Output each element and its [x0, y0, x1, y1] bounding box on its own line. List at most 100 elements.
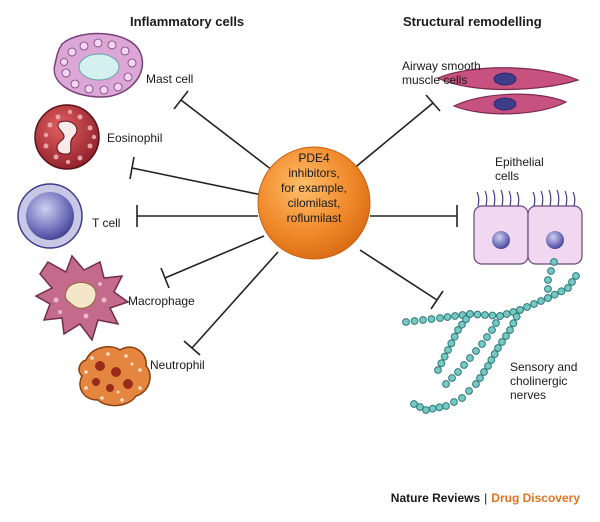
nerve-bead	[572, 272, 580, 280]
inhibition-line-macrophage	[164, 235, 265, 279]
journal-credit: Nature Reviews|Drug Discovery	[391, 491, 580, 505]
pde4-circle	[257, 146, 371, 260]
nerve-bead	[466, 310, 474, 318]
airway-smooth-muscle-illustration	[436, 67, 580, 115]
nerve-bead	[483, 333, 491, 341]
nerve-bead	[454, 368, 462, 376]
pde4-label-line: inhibitors,	[288, 166, 340, 180]
nerve-bead	[512, 312, 521, 321]
inhibition-line-mast-cell	[180, 99, 273, 171]
nerve-bead	[440, 352, 449, 361]
epithelial-label-line: cells	[495, 169, 520, 183]
epithelial-label: Epithelial cells	[495, 155, 544, 183]
nerve-bead	[450, 398, 458, 406]
nerve-bead	[454, 326, 462, 334]
nerve-bead	[436, 314, 444, 322]
nerve-bead	[458, 394, 466, 402]
nerve-bead	[496, 312, 504, 320]
airway-label-line: muscle cells	[402, 73, 468, 87]
epithelial-cells-illustration	[473, 189, 583, 265]
nerve-bead	[509, 319, 518, 328]
nerve-bead	[444, 346, 452, 354]
nerve-bead	[416, 403, 424, 411]
nerve-bead	[458, 320, 466, 329]
nerve-bead	[481, 311, 489, 319]
nerve-bead	[568, 278, 576, 286]
nerve-bead	[488, 326, 496, 334]
nerve-bead	[502, 332, 510, 340]
inhibition-line-airway	[351, 102, 434, 171]
nerve-bead	[544, 276, 552, 284]
nerves-label-line: cholinergic	[510, 374, 568, 388]
nerve-bead	[537, 297, 545, 305]
nerve-bead	[547, 267, 555, 275]
nerve-bead	[448, 374, 456, 382]
nerve-bead	[462, 315, 470, 324]
credit-separator: |	[484, 491, 488, 505]
nerve-bead	[443, 313, 452, 321]
inflammatory-cells-heading: Inflammatory cells	[130, 14, 245, 29]
nerve-bead	[410, 400, 418, 408]
nerve-bead	[472, 347, 480, 355]
pde4-label-line: PDE4	[298, 151, 330, 165]
nerve-bead	[447, 339, 456, 348]
nerve-bead	[478, 340, 486, 348]
nerve-bead	[402, 318, 410, 326]
pde4-label: PDE4 inhibitors, for example, cilomilast…	[258, 151, 370, 226]
nerve-bead	[494, 344, 502, 352]
nerves-label-line: Sensory and	[510, 360, 578, 374]
nerve-bead	[550, 258, 558, 266]
nerves-illustration	[402, 258, 580, 414]
nerve-bead	[472, 380, 480, 388]
nerve-bead	[530, 300, 538, 308]
nerve-bead	[488, 311, 497, 320]
inhibition-line-nerves	[359, 249, 438, 301]
mast-cell-label: Mast cell	[146, 72, 194, 86]
nerve-bead	[428, 404, 437, 413]
nerve-bead	[487, 356, 496, 364]
nerves-label: Sensory and cholinergic nerves	[510, 360, 577, 402]
nerve-bead	[480, 368, 488, 376]
inhibition-lines	[129, 90, 458, 356]
nerve-bead	[434, 366, 442, 374]
neutrophil-illustration	[78, 346, 151, 407]
journal-name: Nature Reviews	[390, 491, 481, 505]
nerve-bead	[410, 317, 419, 325]
nerve-bead	[442, 402, 450, 410]
nerve-bead	[422, 406, 430, 414]
inhibition-line-eosinophil	[131, 167, 263, 196]
nerve-bead	[564, 284, 572, 292]
nerve-bead	[516, 306, 524, 314]
nerve-bead	[476, 374, 484, 382]
t-cell-label: T cell	[92, 216, 121, 230]
nerve-bead	[442, 380, 450, 388]
nerve-bead	[465, 387, 473, 395]
nerve-bead	[451, 312, 459, 320]
nerve-bead	[466, 354, 474, 362]
pde4-label-line: for example,	[280, 181, 348, 195]
nerve-bead	[544, 294, 552, 302]
nerve-bead	[473, 310, 482, 319]
nerve-bead	[550, 290, 559, 299]
nerve-bead	[435, 403, 444, 412]
epithelial-label-line: Epithelial	[495, 155, 544, 169]
nerve-bead	[506, 326, 514, 334]
nerve-bead	[492, 319, 500, 327]
nerve-bead	[557, 287, 566, 296]
nerve-bead	[544, 285, 552, 293]
nerve-bead	[490, 350, 499, 358]
nerve-bead	[523, 303, 531, 311]
nerve-bead	[450, 332, 459, 341]
t-cell-illustration	[17, 183, 83, 249]
pde4-label-line: cilomilast,	[287, 196, 341, 210]
pde4-label-line: roflumilast	[286, 211, 342, 225]
nerves-label-line: nerves	[510, 388, 547, 402]
structural-remodelling-heading: Structural remodelling	[403, 14, 542, 29]
eosinophil-illustration	[34, 104, 100, 170]
nerve-bead	[502, 310, 511, 318]
nerve-bead	[437, 359, 446, 368]
neutrophil-label: Neutrophil	[150, 358, 205, 372]
nerve-bead	[460, 361, 468, 369]
nerve-bead	[419, 316, 427, 324]
